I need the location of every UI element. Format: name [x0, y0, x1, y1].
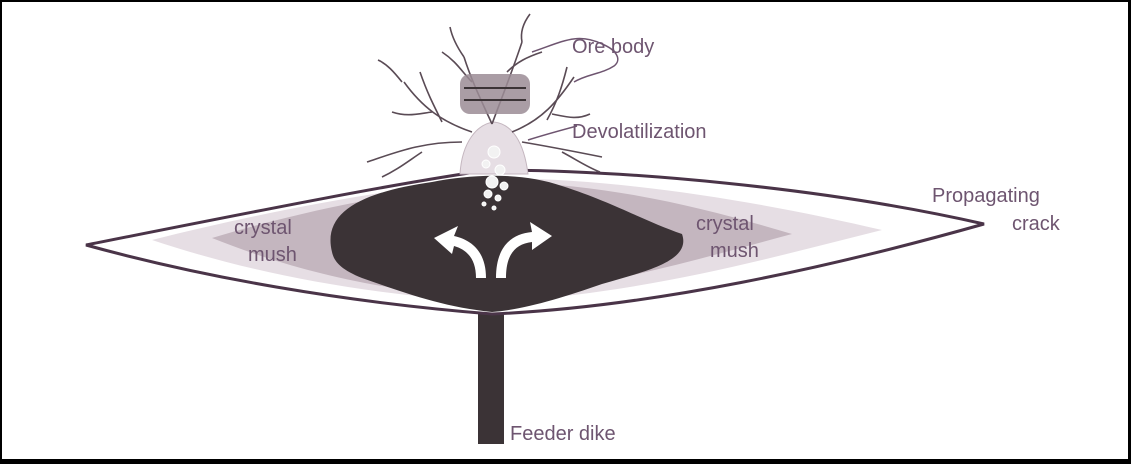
feeder-dike — [478, 302, 504, 444]
devolatilization-label: Devolatilization — [572, 121, 707, 143]
feeder-dike-label: Feeder dike — [510, 423, 616, 445]
propagating-crack-label-line2: crack — [1012, 213, 1061, 235]
crystal-mush-left-label-line2: mush — [248, 244, 297, 266]
ore-body-core — [460, 74, 530, 114]
devolatilization-leader — [528, 126, 577, 140]
crystal-mush-left-label-line1: crystal — [234, 217, 292, 239]
ore-body-label: Ore body — [572, 36, 654, 58]
crystal-mush-right-label-line1: crystal — [696, 213, 754, 235]
crystal-mush-right-label-line2: mush — [710, 240, 759, 262]
propagating-crack-label-line1: Propagating — [932, 185, 1040, 207]
